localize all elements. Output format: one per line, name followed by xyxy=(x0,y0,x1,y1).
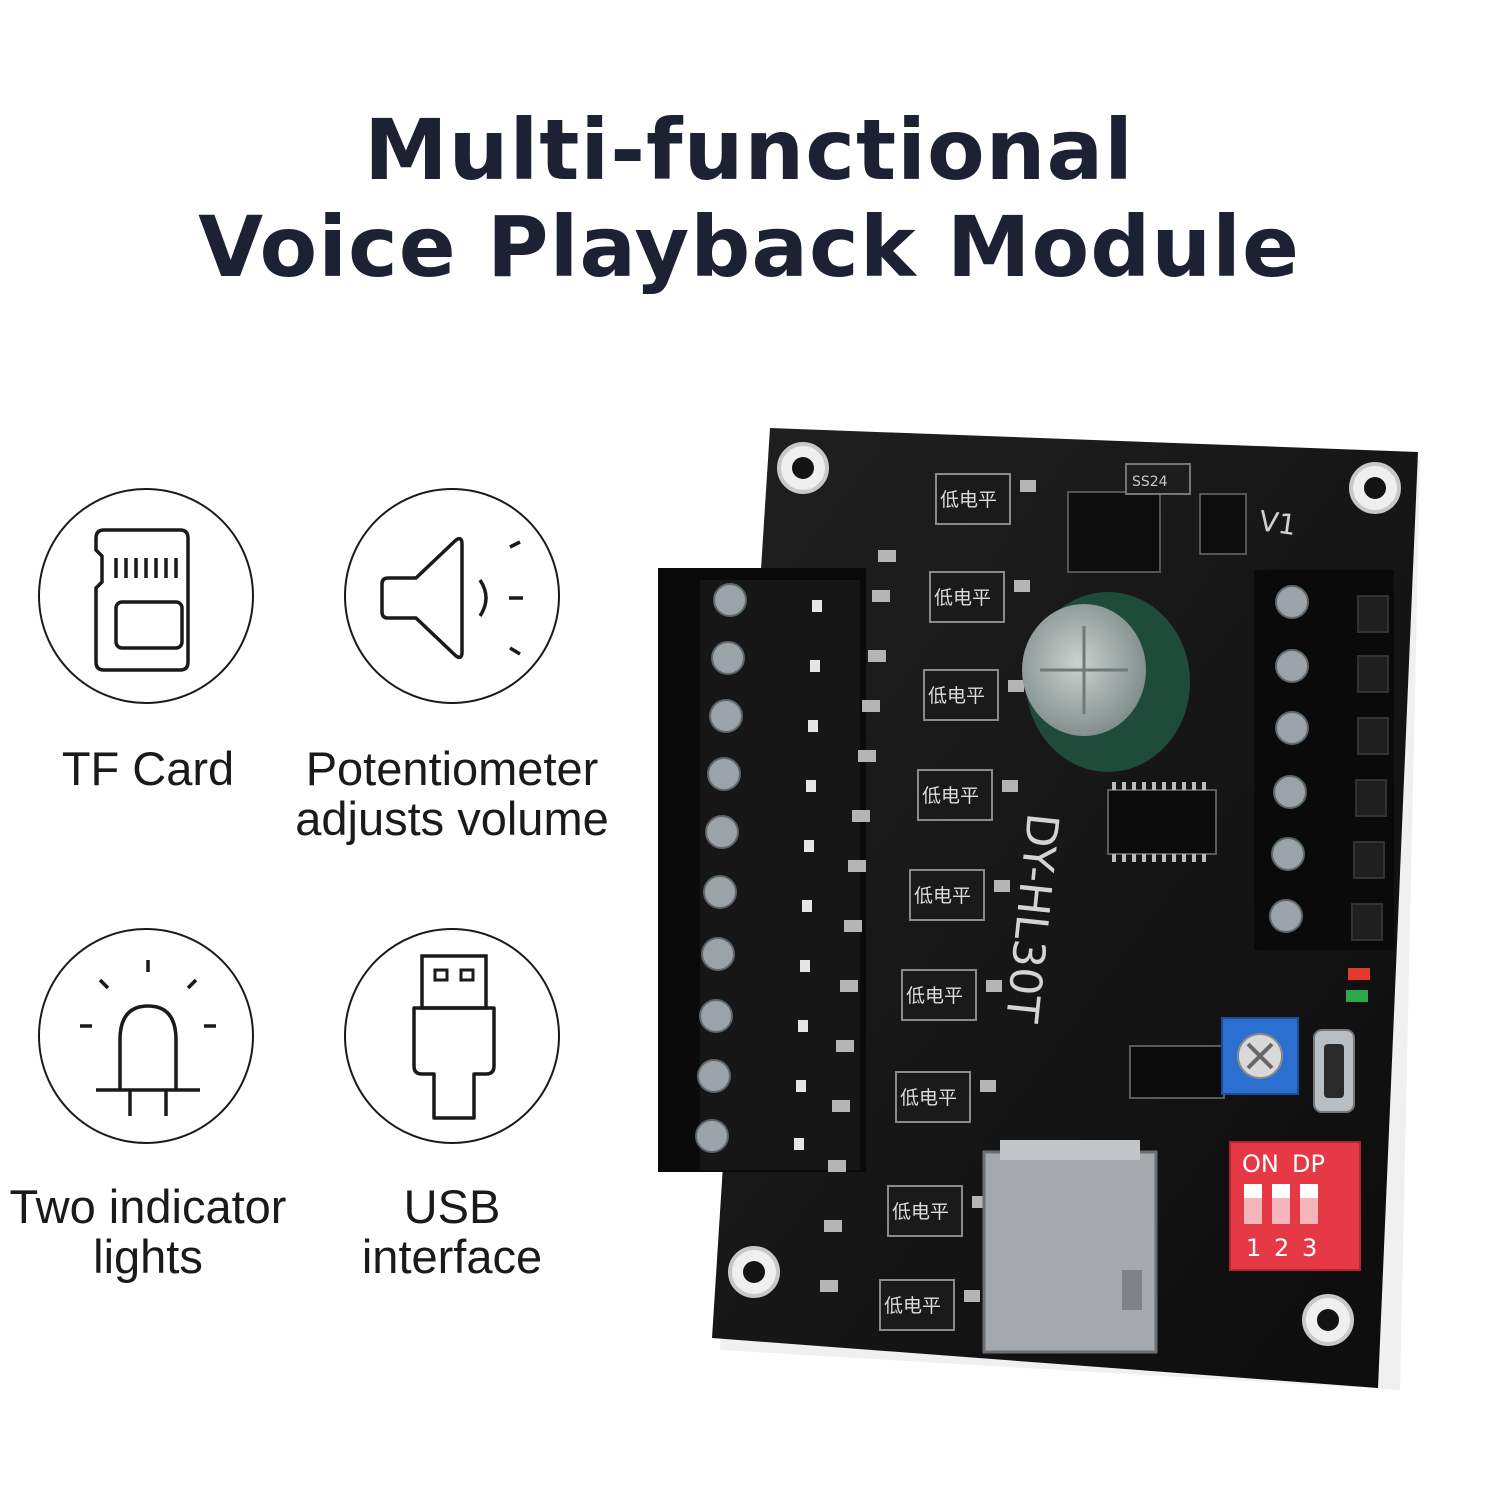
dip-number: 2 xyxy=(1274,1234,1289,1262)
v1-label: V1 xyxy=(1257,504,1298,542)
feature-label-tf-card: TF Card xyxy=(0,744,296,794)
dip-label-on: ON xyxy=(1242,1150,1279,1178)
feature-label-line: lights xyxy=(93,1230,203,1283)
low-level-label: 低电平 xyxy=(940,489,997,511)
feature-label-line: Potentiometer xyxy=(305,742,599,795)
pcb-board-photo: 低电平 低电平 低电平 低电平 低电平 低电平 低电平 低电平 低电平 SS xyxy=(658,428,1420,1390)
speaker-icon xyxy=(380,536,523,660)
feature-label-line: USB xyxy=(403,1180,501,1233)
feature-usb xyxy=(344,928,560,1144)
title-line-2: Voice Playback Module xyxy=(198,198,1300,296)
feature-label-line: adjusts volume xyxy=(295,792,609,845)
main-ic-chip xyxy=(1107,782,1217,862)
usb-plug-icon xyxy=(412,954,496,1120)
left-terminal-block xyxy=(658,568,866,1172)
green-led xyxy=(1346,990,1368,1002)
low-level-label: 低电平 xyxy=(934,587,991,609)
electrolytic-capacitor xyxy=(1022,592,1190,772)
feature-label-line: TF Card xyxy=(61,742,235,795)
low-level-label: 低电平 xyxy=(900,1087,957,1109)
low-level-input-column: 低电平 低电平 低电平 低电平 低电平 低电平 低电平 低电平 低电平 xyxy=(820,473,1036,1331)
right-terminal-block xyxy=(1254,570,1394,950)
feature-label-potentiometer: Potentiometer adjusts volume xyxy=(272,744,632,844)
secondary-ic-chip xyxy=(1129,1045,1225,1099)
diode xyxy=(1125,463,1191,495)
potentiometer xyxy=(1221,1017,1299,1095)
feature-label-line: Two indicator xyxy=(9,1180,287,1233)
feature-label-line: interface xyxy=(361,1230,543,1283)
low-level-label: 低电平 xyxy=(892,1201,949,1223)
tf-card-icon xyxy=(94,528,190,672)
feature-label-indicator-lights: Two indicator lights xyxy=(0,1182,296,1282)
dip-label-dp: DP xyxy=(1292,1150,1325,1178)
low-level-label: 低电平 xyxy=(922,785,979,807)
dip-switch: ON DP 1 2 3 xyxy=(1229,1141,1361,1271)
indicator-light-icon xyxy=(80,960,216,1116)
feature-label-usb: USB interface xyxy=(312,1182,592,1282)
feature-indicator-lights xyxy=(38,928,254,1144)
dip-number: 3 xyxy=(1302,1234,1317,1262)
tf-card-slot xyxy=(982,1140,1158,1354)
feature-potentiometer xyxy=(344,488,560,704)
low-level-label: 低电平 xyxy=(906,985,963,1007)
dip-number: 1 xyxy=(1246,1234,1261,1262)
low-level-label: 低电平 xyxy=(928,685,985,707)
low-level-label: 低电平 xyxy=(914,885,971,907)
diode-marking: SS24 xyxy=(1132,474,1168,490)
title-line-1: Multi-functional xyxy=(364,101,1134,199)
regulator-chip xyxy=(1067,491,1161,573)
red-led xyxy=(1348,968,1370,980)
low-level-label: 低电平 xyxy=(884,1295,941,1317)
feature-tf-card xyxy=(38,488,254,704)
